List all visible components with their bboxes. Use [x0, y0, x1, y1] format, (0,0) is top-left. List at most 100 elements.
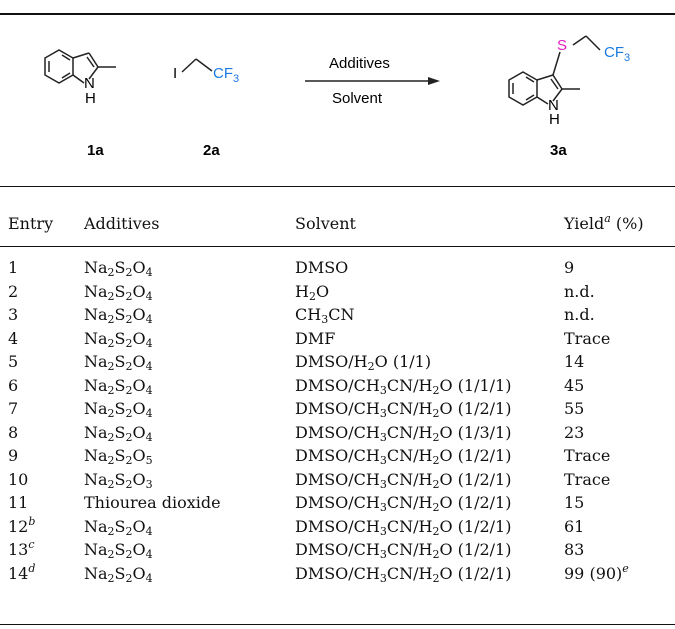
cell-yield: n.d.: [564, 280, 595, 304]
table-row: 7 Na2S2O4 DMSO/CH3CN/H2O (1/2/1) 55: [0, 397, 675, 421]
cell-yield: Trace: [564, 444, 610, 468]
cell-solvent: DMSO/CH3CN/H2O (1/2/1): [295, 446, 512, 467]
atom-s-3a: S: [557, 37, 567, 54]
cell-additive: Na2S2O5: [84, 446, 153, 467]
cell-yield-value: 15: [564, 493, 585, 512]
cell-entry-wrap: 10: [8, 468, 28, 492]
cell-solvent: DMSO/CH3CN/H2O (1/2/1): [295, 493, 512, 514]
cell-yield-value: 55: [564, 399, 585, 418]
cell-solvent: DMSO/CH3CN/H2O (1/2/1): [295, 516, 512, 538]
cell-yield: 15: [564, 491, 584, 515]
cell-additive: Na2S2O4: [84, 540, 153, 561]
cell-additive: Na2S2O4: [84, 399, 153, 420]
cell-yield-value: 61: [564, 516, 585, 536]
cell-entry-wrap: 13c: [8, 538, 35, 562]
cell-yield: Trace: [564, 327, 610, 351]
entry-footnote: d: [28, 561, 36, 575]
cell-additive: Na2S2O4: [84, 281, 153, 303]
cell-entry-wrap: 2: [8, 280, 18, 304]
cell-solvent: DMF: [295, 328, 336, 348]
cell-solvent: DMSO/CH3CN/H2O (1/1/1): [295, 375, 512, 397]
cell-yield-value: 99 (90): [564, 563, 623, 583]
cell-solvent: DMSO/CH3CN/H2O (1/2/1): [295, 469, 512, 491]
entry-footnote: c: [28, 538, 35, 551]
cell-entry: 13: [8, 540, 29, 559]
cell-entry: 5: [8, 352, 19, 371]
cell-entry: 1: [8, 258, 19, 277]
cell-solvent: DMSO/CH3CN/H2O (1/3/1): [295, 422, 512, 444]
cell-yield-value: n.d.: [564, 305, 595, 324]
cf3-group-3a: CF3: [604, 44, 630, 64]
table-row: 9 Na2S2O5 DMSO/CH3CN/H2O (1/2/1) Trace: [0, 444, 675, 468]
cell-additive: Thiourea dioxide: [84, 493, 221, 512]
header-entry: Entry: [8, 214, 54, 233]
cell-entry-wrap: 12b: [8, 515, 35, 539]
cell-entry: 7: [8, 399, 19, 418]
header-yield: Yielda (%): [564, 212, 644, 233]
header-rule: [0, 246, 675, 247]
cell-additive: Na2S2O4: [84, 516, 153, 538]
cell-yield-value: n.d.: [564, 281, 595, 301]
cell-yield-value: 9: [564, 258, 575, 277]
header-solvent: Solvent: [295, 214, 356, 233]
cell-solvent: DMSO/CH3CN/H2O (1/2/1): [295, 540, 512, 561]
atom-i-2a: I: [173, 65, 177, 82]
cell-entry-wrap: 8: [8, 421, 18, 445]
label-2a: 2a: [203, 142, 220, 159]
cell-entry: 6: [8, 375, 19, 395]
cell-solvent: DMSO/CH3CN/H2O (1/2/1): [295, 399, 512, 420]
cell-solvent: DMSO/CH3CN/H2O (1/2/1): [295, 563, 512, 585]
cell-additive: Na2S2O4: [84, 422, 153, 444]
cell-entry-wrap: 9: [8, 444, 18, 468]
cell-entry: 9: [8, 446, 19, 465]
cell-entry-wrap: 1: [8, 256, 18, 280]
cell-solvent: DMSO/H2O (1/1): [295, 352, 432, 373]
cell-entry-wrap: 11: [8, 491, 28, 515]
cell-yield: 55: [564, 397, 584, 421]
cell-solvent: DMSO: [295, 258, 349, 277]
cf3-group-2a: CF3: [213, 65, 239, 85]
cell-entry-wrap: 5: [8, 350, 18, 374]
cell-yield: 99 (90)e: [564, 562, 629, 586]
cell-additive: Na2S2O4: [84, 328, 153, 350]
atom-h-3a: H: [549, 111, 560, 128]
cell-entry-wrap: 14d: [8, 562, 35, 586]
cell-additive: Na2S2O3: [84, 469, 153, 491]
entry-footnote: b: [28, 514, 36, 528]
atom-n-1a: N: [84, 75, 95, 92]
cell-entry: 14: [8, 563, 29, 583]
cell-additive: Na2S2O4: [84, 305, 153, 326]
cell-yield-value: Trace: [564, 446, 611, 465]
table-row: 1 Na2S2O4 DMSO 9: [0, 256, 675, 280]
yield-footnote: e: [622, 561, 629, 575]
bottom-rule: [0, 624, 675, 625]
label-1a: 1a: [87, 142, 104, 159]
table-header: Entry Additives Solvent Yielda (%): [0, 212, 675, 240]
table-row: 10 Na2S2O3 DMSO/CH3CN/H2O (1/2/1) Trace: [0, 468, 675, 492]
cell-solvent: CH3CN: [295, 305, 355, 326]
cell-yield-value: 23: [564, 422, 585, 442]
atom-h-1a: H: [85, 90, 96, 107]
table-row: 4 Na2S2O4 DMF Trace: [0, 327, 675, 351]
cell-yield: 23: [564, 421, 584, 445]
cell-solvent: H2O: [295, 281, 330, 303]
cell-entry: 2: [8, 281, 19, 301]
cell-entry-wrap: 7: [8, 397, 18, 421]
cell-entry: 12: [8, 516, 29, 536]
sulfur-chain-3a: [572, 35, 601, 51]
atom-n-3a: N: [548, 97, 559, 114]
compound-2a-structure: [181, 58, 213, 73]
cell-yield-value: 14: [564, 352, 585, 371]
cell-entry: 3: [8, 305, 19, 324]
mid-rule: [0, 186, 675, 187]
table-row: 12b Na2S2O4 DMSO/CH3CN/H2O (1/2/1) 61: [0, 515, 675, 539]
cell-entry: 4: [8, 328, 19, 348]
cell-yield-value: Trace: [564, 469, 611, 489]
header-additives: Additives: [84, 214, 160, 233]
cell-additive: Na2S2O4: [84, 258, 153, 279]
cell-yield: 14: [564, 350, 584, 374]
compound-1a-structure: [44, 49, 116, 84]
cell-yield-value: 83: [564, 540, 585, 559]
